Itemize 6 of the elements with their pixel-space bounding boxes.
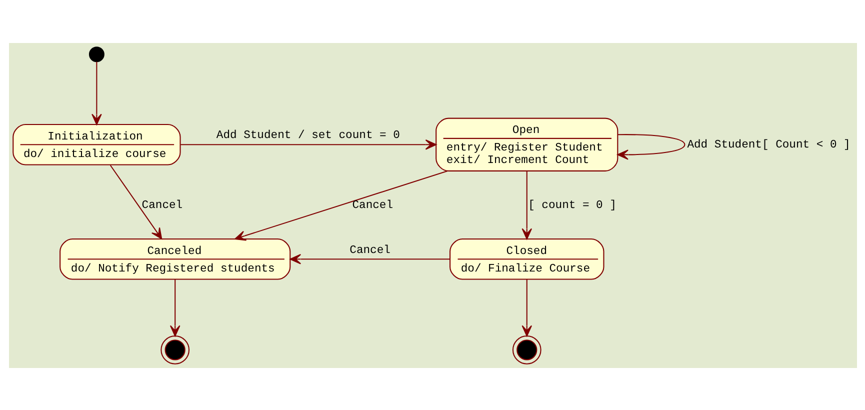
edge-label: Add Student / set count = 0	[216, 130, 400, 142]
edge-label: [ count = 0 ]	[528, 199, 616, 212]
edge-label: Add Student[ Count < 0 ]	[686, 139, 850, 152]
edge-label: Cancel	[349, 244, 390, 256]
edge-label: Cancel	[141, 199, 182, 212]
edge-label: Cancel	[352, 199, 393, 212]
